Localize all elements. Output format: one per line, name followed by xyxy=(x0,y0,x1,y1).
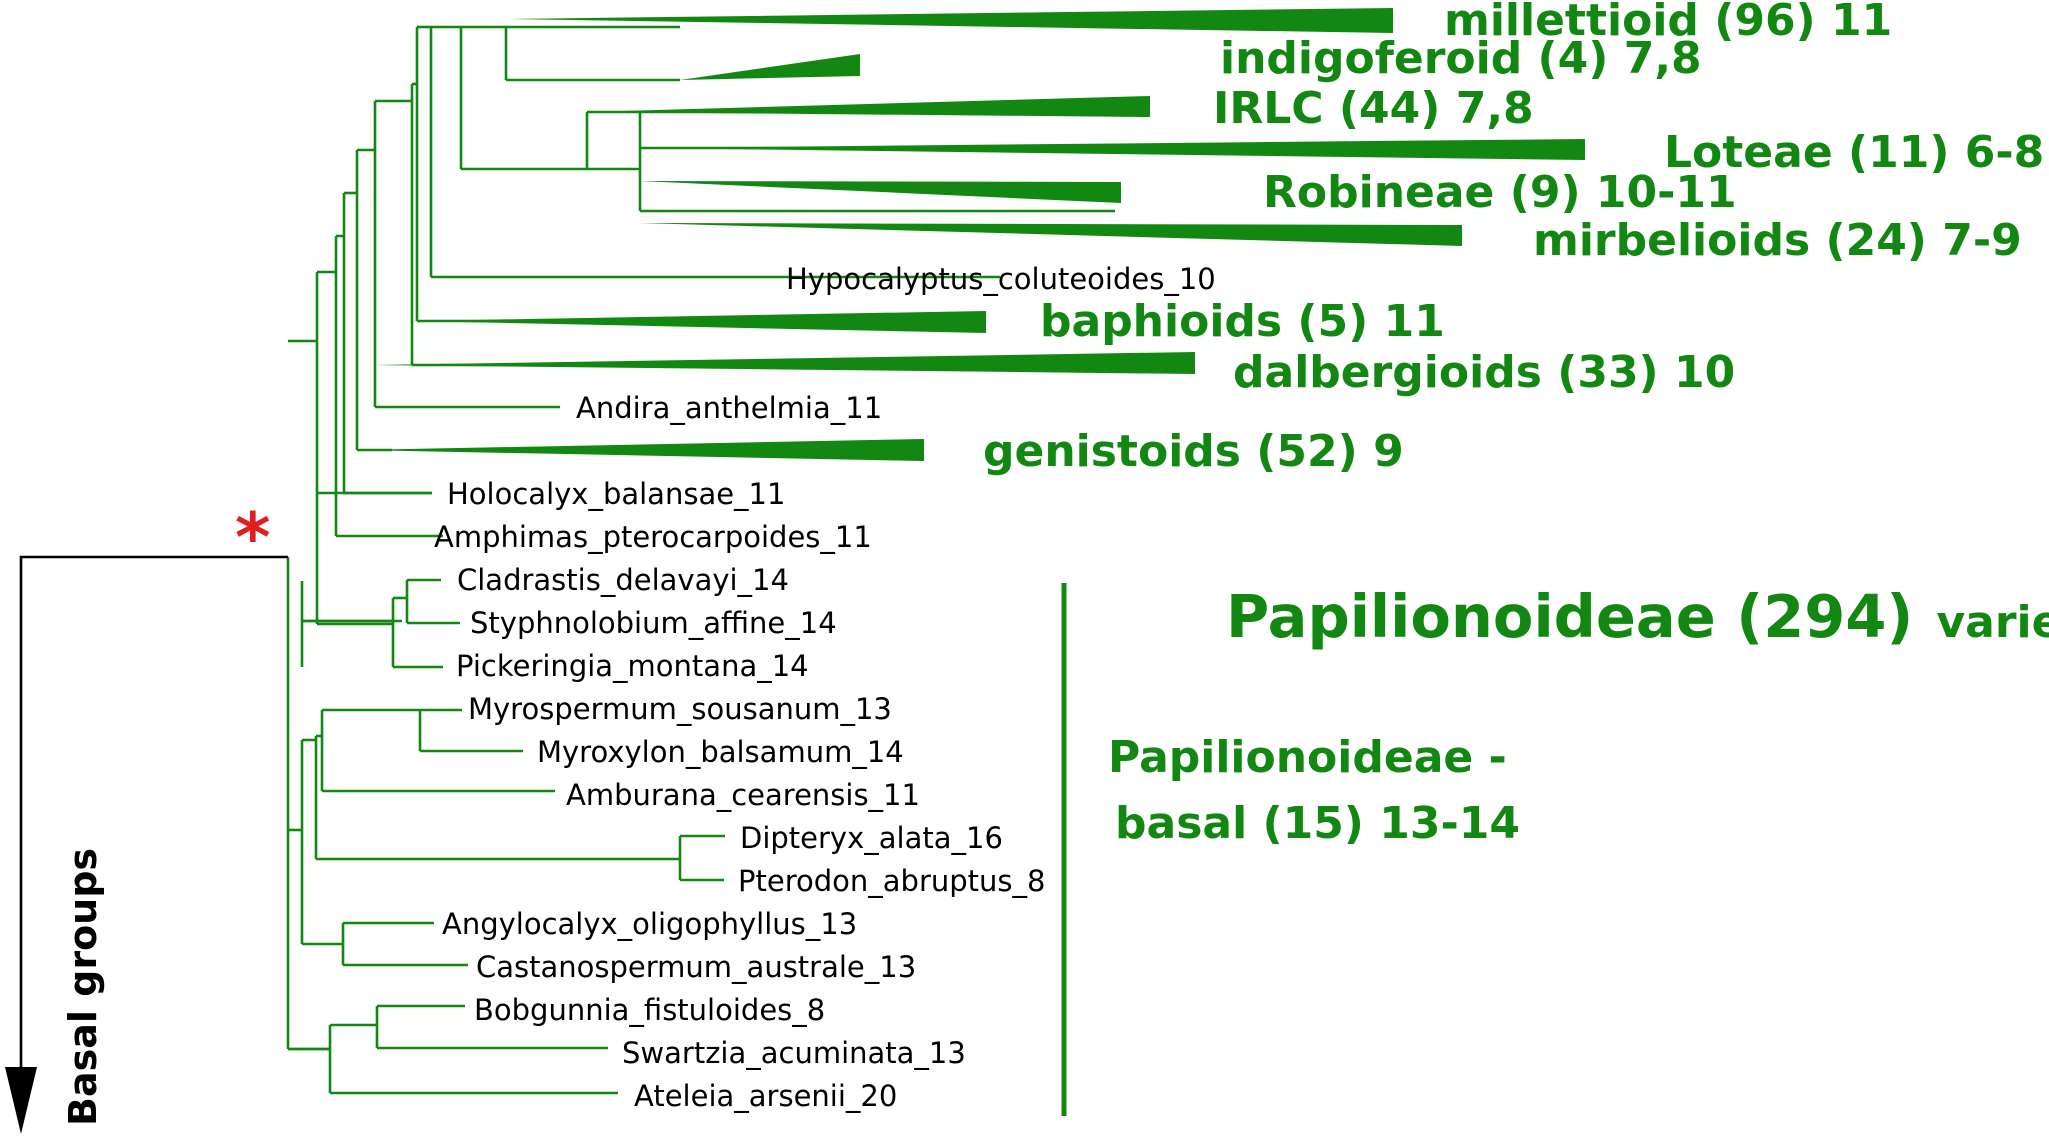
tip-label: Amphimas_pterocarpoides_11 xyxy=(434,520,872,554)
wedge-genistoids xyxy=(357,439,924,461)
tip-label: Myroxylon_balsamum_14 xyxy=(537,735,904,769)
tip-label: Angylocalyx_oligophyllus_13 xyxy=(442,907,857,941)
clade-label: dalbergioids (33) 10 xyxy=(1233,347,1735,398)
clade-label: IRLC (44) 7,8 xyxy=(1213,83,1534,134)
tip-label: Bobgunnia_fistuloides_8 xyxy=(474,993,825,1027)
wedge-dalbergioids xyxy=(375,352,1195,374)
basal-papilionoideae-label-line1: Papilionoideae - xyxy=(1108,732,1507,783)
basal-groups-label: Basal groups xyxy=(61,848,105,1126)
papilionoideae-label: Papilionoideae (294) varied xyxy=(1226,582,2049,651)
clade-label: Robineae (9) 10-11 xyxy=(1263,167,1737,218)
tip-label: Dipteryx_alata_16 xyxy=(740,821,1003,855)
tip-label: Andira_anthelmia_11 xyxy=(576,391,882,425)
wedge-baphioids xyxy=(412,311,986,333)
tip-label: Holocalyx_balansae_11 xyxy=(447,477,785,511)
tip-label: Swartzia_acuminata_13 xyxy=(622,1036,966,1070)
clade-label: mirbelioids (24) 7-9 xyxy=(1533,215,2022,266)
clade-label: millettioid (96) 11 xyxy=(1444,0,1892,46)
wedge-millettioid xyxy=(506,8,1393,33)
basal-papilionoideae-label-line2: basal (15) 13-14 xyxy=(1115,798,1520,849)
tip-label: Styphnolobium_affine_14 xyxy=(470,606,837,640)
tip-label: Ateleia_arsenii_20 xyxy=(634,1079,897,1113)
tip-label: Pterodon_abruptus_8 xyxy=(738,864,1045,898)
clade-wedges xyxy=(357,8,1585,461)
tip-label: Castanospermum_australe_13 xyxy=(476,950,916,984)
wedge-loteae xyxy=(640,139,1585,160)
tip-label: Myrospermum_sousanum_13 xyxy=(468,692,892,726)
clade-label: genistoids (52) 9 xyxy=(983,426,1404,477)
wedge-irlc xyxy=(587,96,1150,117)
clade-label: baphioids (5) 11 xyxy=(1040,296,1445,347)
clade-label: Loteae (11) 6-8 xyxy=(1664,127,2044,178)
tip-label: Hypocalyptus_coluteoides_10 xyxy=(786,262,1216,296)
tip-label: Amburana_cearensis_11 xyxy=(566,778,920,812)
tip-label: Pickeringia_montana_14 xyxy=(456,649,809,683)
wedge-robineae xyxy=(640,181,1121,203)
wedge-mirbelioids xyxy=(640,223,1462,246)
wedge-indigoferoid xyxy=(680,54,860,80)
node-asterisk-marker: * xyxy=(235,499,271,578)
basal-arrow xyxy=(5,555,288,1134)
clade-label: indigoferoid (4) 7,8 xyxy=(1220,33,1702,84)
tip-label: Cladrastis_delavayi_14 xyxy=(457,563,789,597)
